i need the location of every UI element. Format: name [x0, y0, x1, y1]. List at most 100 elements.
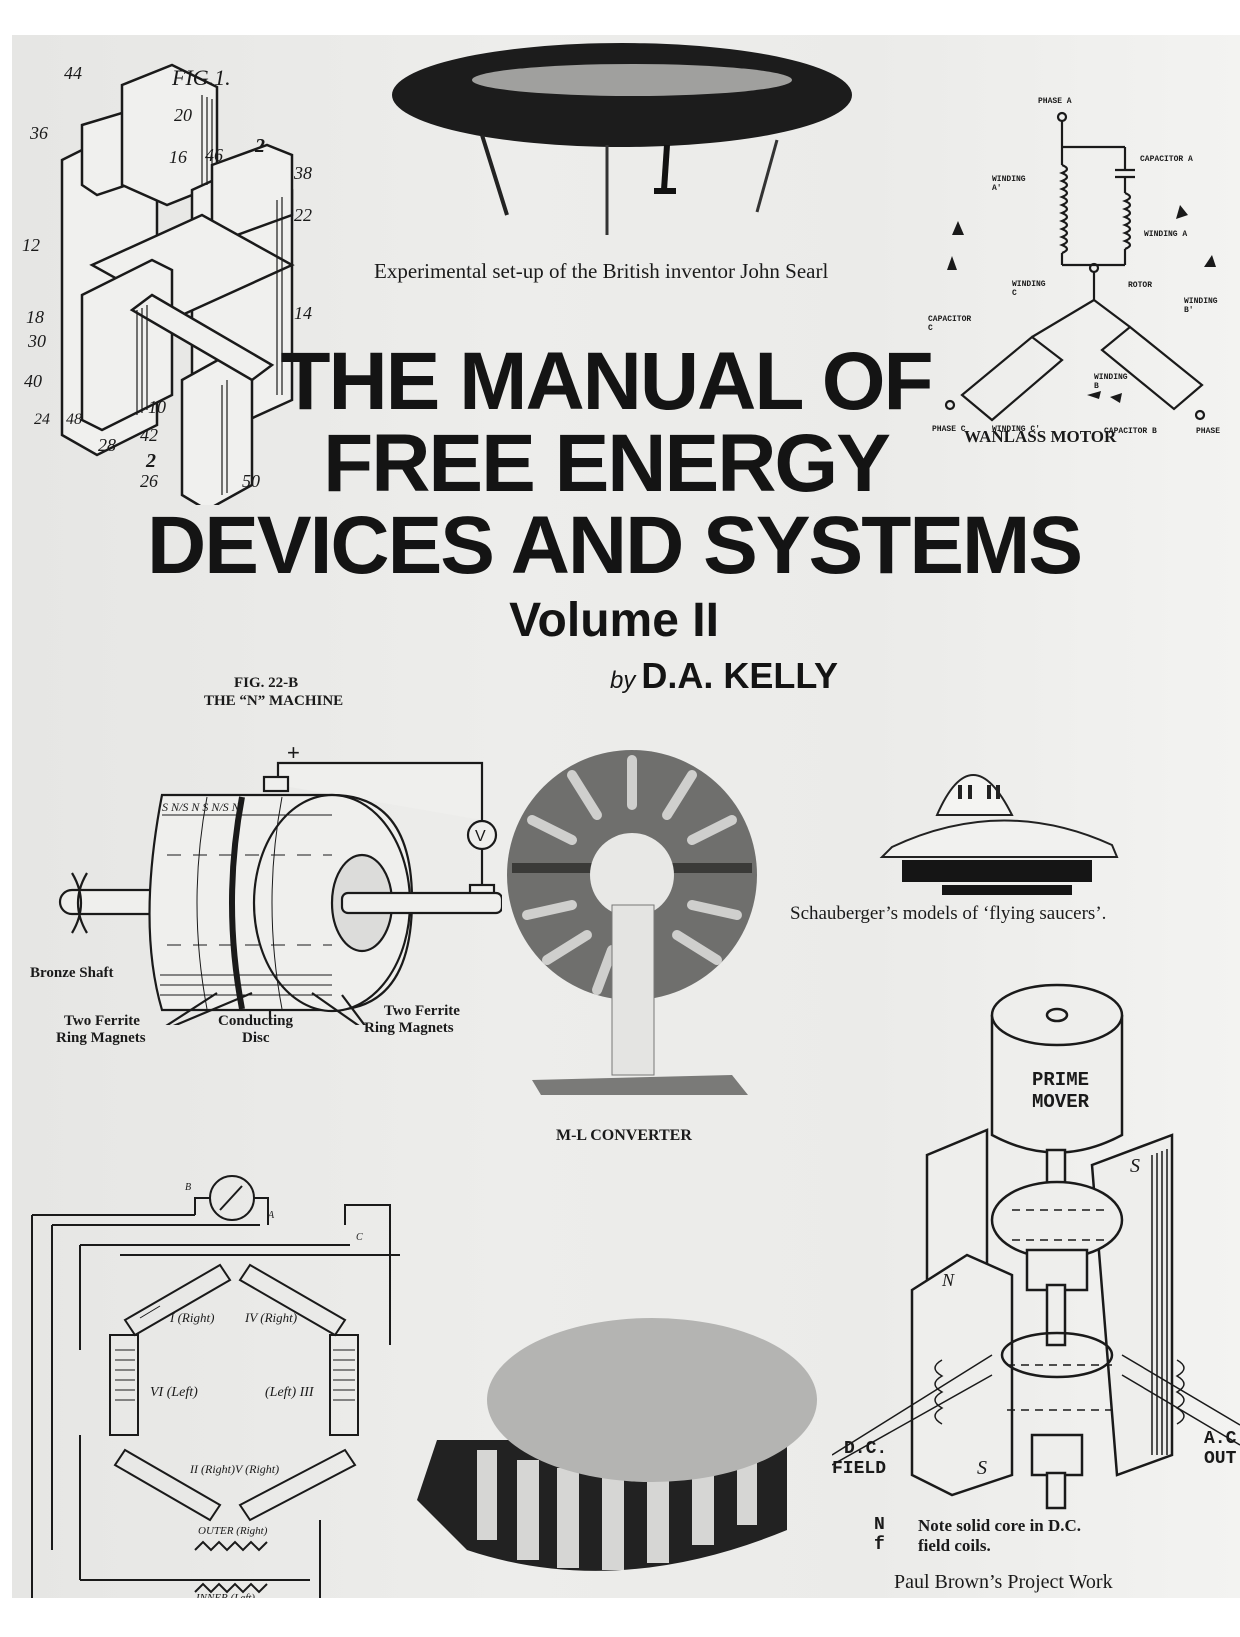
- fig1-part-50: 50: [242, 471, 260, 491]
- bronze-shaft-label: Bronze Shaft: [30, 965, 114, 981]
- conducting-disc-line-1: Conducting: [218, 1013, 294, 1029]
- n-machine-title: THE “N” MACHINE: [204, 693, 344, 709]
- magnet-s-bottom: S: [977, 1457, 987, 1479]
- fig1-part-38: 38: [294, 163, 312, 183]
- wanlass-label-phase-c: PHASE C: [932, 425, 966, 434]
- fig1-part-44: 44: [64, 63, 82, 83]
- fig1-part-18: 18: [26, 307, 44, 327]
- ml-converter-caption: M-L CONVERTER: [556, 1127, 692, 1144]
- prime-mover-generator-illustration: [832, 983, 1240, 1510]
- fig1-part-30: 30: [28, 331, 46, 351]
- title-line-1: THE MANUAL OF: [280, 336, 933, 427]
- coil-label-6: VI (Left): [150, 1385, 198, 1400]
- interlocking-blocks-illustration: [60, 63, 295, 505]
- wanlass-label-winding-c: WINDING C: [1012, 280, 1046, 298]
- fig1-patent-drawing: FIG.1. 44 20 36 2 46 16 38 22 12 14 18 3…: [12, 35, 332, 505]
- dc-field-label-1: D.C.: [844, 1439, 888, 1459]
- ferrite-right-line-1: Two Ferrite: [384, 1003, 460, 1019]
- fig1-part-16: 16: [169, 147, 187, 167]
- fig1-part-20: 20: [174, 105, 192, 125]
- positive-terminal-sign: +: [287, 740, 300, 765]
- fig1-label: FIG.1.: [172, 65, 231, 90]
- schauberger-caption: Schauberger’s models of ‘flying saucers’…: [790, 903, 1107, 924]
- hexagon-coil-circuit: B A C I (Right) IV (Right) VI (Left) (Le…: [20, 1140, 400, 1598]
- wanlass-label-capacitor-b: CAPACITOR B: [1104, 427, 1157, 436]
- wanlass-label-winding-b: WINDING B: [1094, 373, 1128, 391]
- fig1-part-28: 28: [98, 435, 116, 455]
- outer-coil-label: OUTER (Right): [198, 1525, 268, 1537]
- n-machine-diagram: + V S N/S N S N/S N: [42, 725, 502, 1025]
- magnet-s-top: S: [1130, 1155, 1140, 1177]
- by-label: by: [610, 667, 636, 694]
- fig1-part-12: 12: [22, 235, 40, 255]
- coil-label-1: I (Right): [170, 1310, 215, 1325]
- ac-out-label-1: A.C: [1204, 1429, 1237, 1449]
- coil-label-5: V (Right): [235, 1462, 280, 1476]
- ferrite-right-line-2: Ring Magnets: [364, 1020, 454, 1036]
- wimshurst-machine-photo: [507, 750, 757, 1095]
- prime-mover-label-2: MOVER: [1032, 1091, 1090, 1113]
- coil-label-3: (Left) III: [265, 1385, 314, 1400]
- circuit-label-a: A: [268, 1210, 275, 1221]
- six-coil-wiring-schematic: [31, 1175, 400, 1598]
- wanlass-label-winding-a: WINDING A: [1144, 230, 1188, 239]
- searl-photo: [372, 40, 872, 240]
- inner-coil-label: INNER (Left): [196, 1592, 255, 1598]
- wanlass-motor-diagram: PHASE A CAPACITOR A WINDING A' WINDING A…: [912, 75, 1232, 436]
- volume-label: Volume II: [509, 594, 719, 647]
- note-line-2: field coils.: [918, 1536, 991, 1555]
- wanlass-label-winding-c-prime: WINDING C': [992, 425, 1041, 434]
- fig1-part-10: 10: [148, 397, 166, 417]
- fig1-part-40: 40: [24, 371, 42, 391]
- book-cover: FIG.1. 44 20 36 2 46 16 38 22 12 14 18 3…: [12, 35, 1240, 1598]
- title-line-3: DEVICES AND SYSTEMS: [146, 500, 1083, 591]
- conducting-disc-line-2: Disc: [242, 1030, 270, 1046]
- coil-label-2: II (Right): [190, 1462, 235, 1476]
- ferrite-left-line-1: Two Ferrite: [64, 1013, 140, 1029]
- fig1-part-22: 22: [294, 205, 312, 225]
- flying-disc-photo: [392, 43, 852, 235]
- dc-field-label-2: FIELD: [832, 1459, 887, 1479]
- coil-label-4: IV (Right): [245, 1310, 298, 1325]
- title-line-2: FREE ENERGY: [323, 418, 891, 509]
- flying-saucer-model: [879, 774, 1119, 895]
- circuit-label-c: C: [356, 1232, 363, 1243]
- n-machine-fig-label: FIG. 22-B: [234, 675, 299, 691]
- fig1-part-26: 26: [140, 471, 158, 491]
- cylindrical-magnet-assembly: [417, 1318, 817, 1571]
- wanlass-label-phase-b: PHASE: [1196, 427, 1221, 436]
- fig1-part-2b: 2: [146, 450, 156, 472]
- paul-brown-generator: PRIME MOVER S N S D.C. FIELD A.C OUT: [832, 955, 1240, 1515]
- note-line-1: Note solid core in D.C.: [918, 1516, 1082, 1535]
- wanlass-label-capacitor-c: CAPACITOR C: [928, 315, 972, 333]
- searl-caption: Experimental set-up of the British inven…: [374, 259, 829, 283]
- ac-out-label-2: OUT: [1204, 1449, 1237, 1469]
- fig1-part-48: 48: [66, 411, 82, 428]
- magnet-n-left: N: [942, 1270, 955, 1290]
- author-name: D.A. KELLY: [641, 655, 839, 696]
- wanlass-label-phase-a: PHASE A: [1038, 97, 1072, 106]
- legend-n-symbol: N: [874, 1515, 885, 1535]
- fig1-part-24: 24: [34, 411, 50, 428]
- voltmeter-icon: V: [475, 828, 486, 845]
- magnet-poles-label: S N/S N S N/S N: [162, 800, 241, 814]
- fig1-part-36: 36: [30, 123, 48, 143]
- ml-converter-photo: [502, 735, 762, 1095]
- circuit-label-b: B: [185, 1182, 192, 1193]
- ferrite-left-line-2: Ring Magnets: [56, 1030, 146, 1046]
- wanlass-caption: WANLASS MOTOR: [964, 427, 1117, 446]
- homopolar-generator-illustration: + V S N/S N S N/S N: [58, 740, 502, 1025]
- rotary-device-photo: [407, 1300, 827, 1598]
- fig1-part-42: 42: [140, 425, 158, 445]
- wanlass-label-rotor: ROTOR: [1128, 281, 1153, 290]
- fig1-part-2: 2: [255, 135, 265, 157]
- paul-brown-credit: Paul Brown’s Project Work: [894, 1571, 1113, 1593]
- wanlass-label-winding-a-prime: WINDING A': [992, 175, 1026, 193]
- fig1-part-46: 46: [205, 145, 223, 165]
- wanlass-label-winding-b-prime: WINDING B': [1184, 297, 1218, 315]
- schauberger-photo: [872, 745, 1132, 895]
- wanlass-label-capacitor-a: CAPACITOR A: [1140, 155, 1193, 164]
- legend-f-symbol: f: [874, 1535, 885, 1555]
- three-phase-winding-schematic: [944, 111, 1216, 422]
